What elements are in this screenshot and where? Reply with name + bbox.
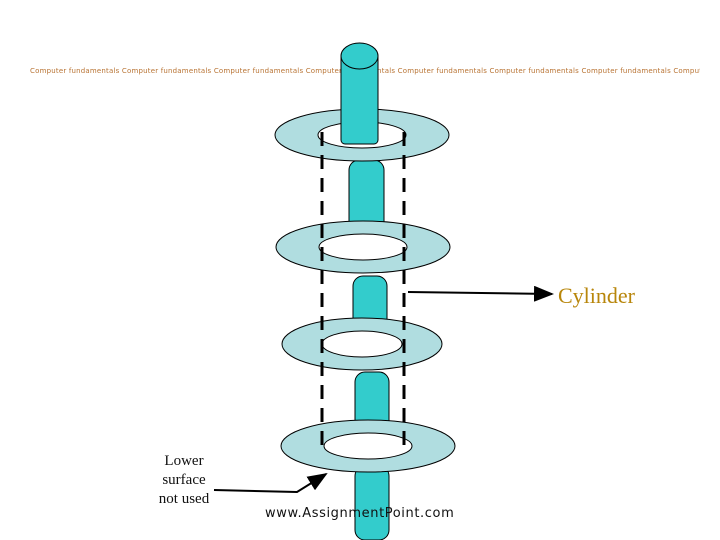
platter-4 (280, 419, 456, 473)
lower-surface-label: Lower surface not used (158, 453, 210, 507)
platter-2 (275, 220, 451, 274)
cylinder-pointer-arrow (407, 285, 554, 302)
spindle-top (340, 42, 379, 145)
platter-3 (281, 317, 443, 371)
cylinder-label: Cylinder (558, 283, 635, 308)
spindle-segment-4 (354, 465, 390, 540)
footer-watermark: www.AssignmentPoint.com (265, 506, 455, 521)
lower-surface-pointer-arrow (213, 472, 328, 494)
